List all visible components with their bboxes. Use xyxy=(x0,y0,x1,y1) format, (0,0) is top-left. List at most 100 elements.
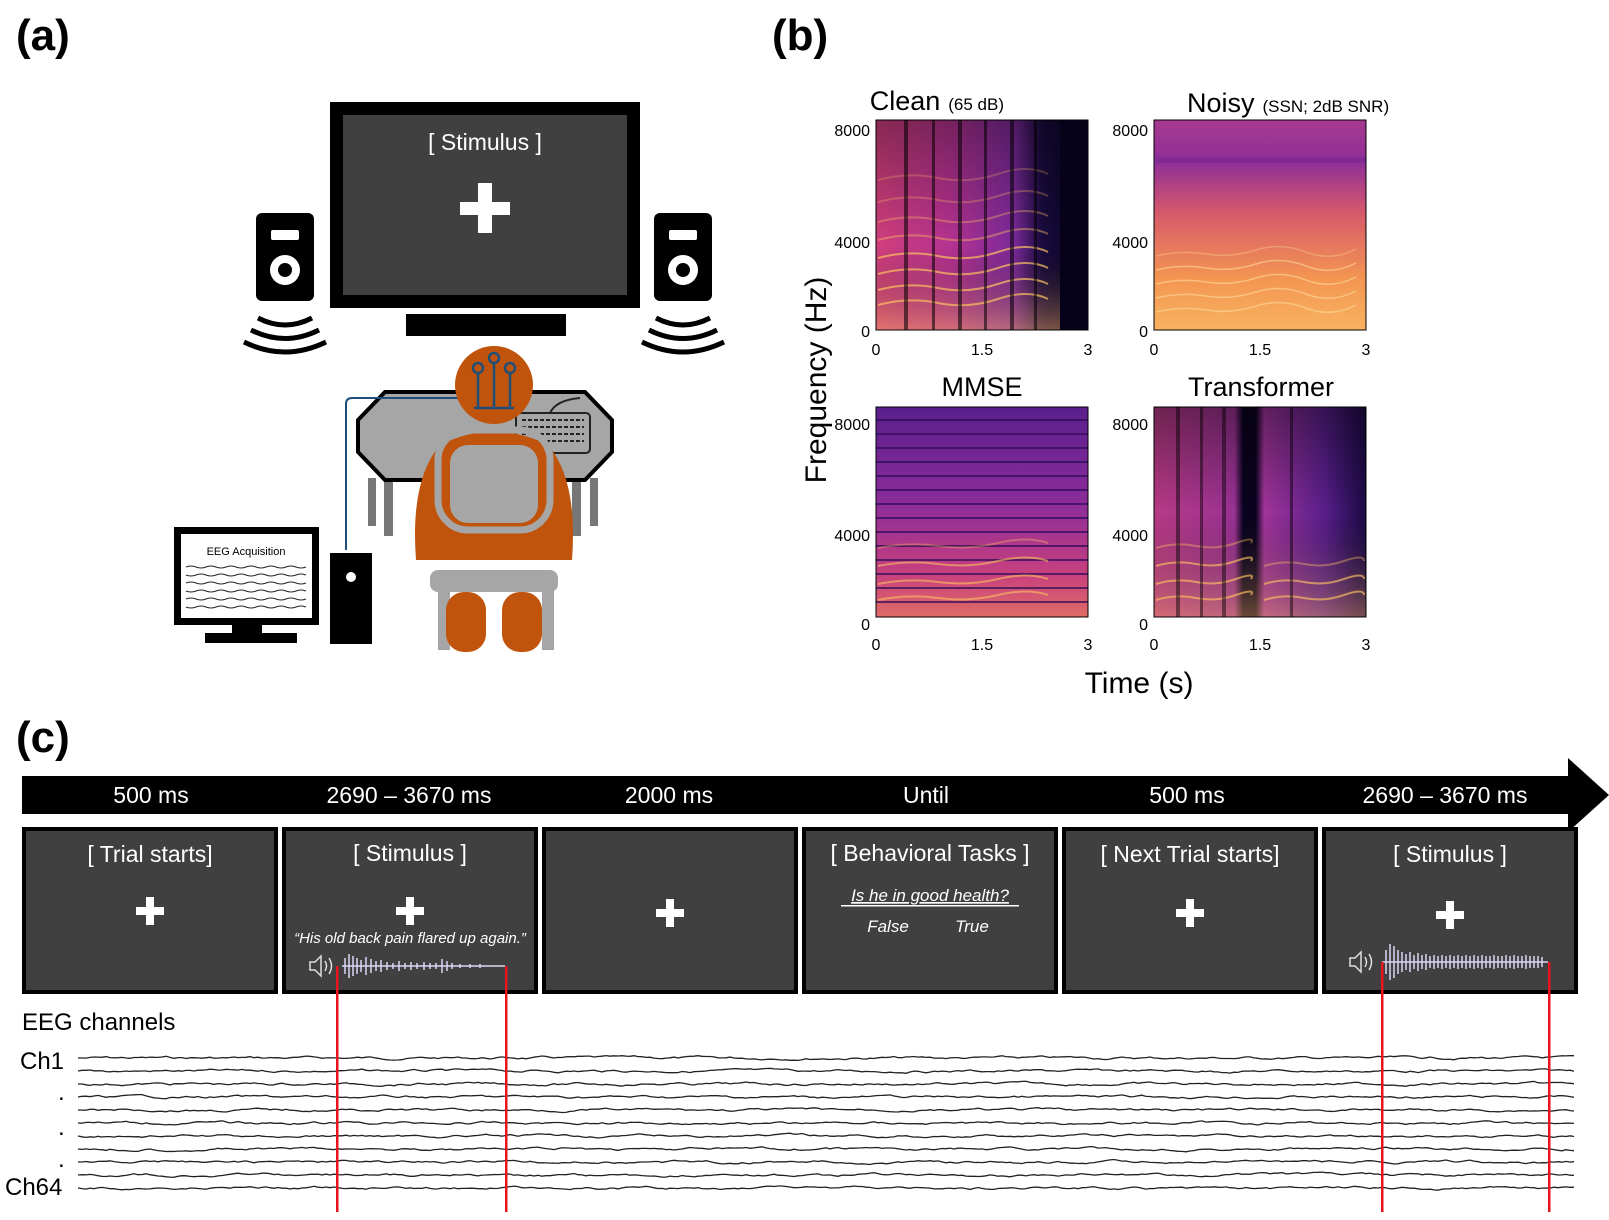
y-tick: 0 xyxy=(861,617,870,634)
spectrogram-clean: Clean(65 dB) xyxy=(870,86,1089,331)
screen-title: [ Trial starts] xyxy=(87,841,212,867)
stimulus-onset-markers xyxy=(336,962,1551,1212)
screen-stimulus: [ Stimulus ] “His old back pain flared u… xyxy=(282,827,538,994)
x-tick: 1.5 xyxy=(1249,342,1271,359)
x-tick: 3 xyxy=(1084,637,1093,654)
eeg-trace xyxy=(77,1093,1575,1100)
y-tick: 8000 xyxy=(834,417,870,434)
y-tick: 8000 xyxy=(1112,123,1148,140)
screen-title: [ Stimulus ] xyxy=(353,840,467,866)
screen-title: [ Next Trial starts] xyxy=(1101,841,1280,867)
eeg-trace xyxy=(77,1171,1575,1178)
x-tick: 0 xyxy=(872,342,881,359)
screen-title: [ Stimulus ] xyxy=(1393,841,1507,867)
audio-waveform xyxy=(342,954,505,978)
task-option-true: True xyxy=(955,917,989,936)
eeg-trace xyxy=(78,1080,1575,1087)
y-tick: 8000 xyxy=(834,123,870,140)
eeg-trace xyxy=(77,1120,1575,1126)
panel-b-label: (b) xyxy=(772,11,828,60)
stimulus-monitor: [ Stimulus ] xyxy=(330,102,640,336)
spectrogram-title: MMSE xyxy=(942,372,1023,402)
eeg-cap-icon xyxy=(471,351,517,410)
x-tick: 0 xyxy=(1150,342,1159,359)
x-tick: 1.5 xyxy=(1249,637,1271,654)
eeg-trace xyxy=(77,1145,1575,1153)
time-axis-label: Time (s) xyxy=(1085,667,1194,700)
channel-ellipsis: . xyxy=(58,1146,65,1173)
stimulus-sentence: “His old back pain flared up again.” xyxy=(294,930,527,947)
x-tick: 0 xyxy=(1150,637,1159,654)
y-tick: 4000 xyxy=(834,235,870,252)
x-tick: 1.5 xyxy=(971,637,993,654)
eeg-trace xyxy=(77,1107,1575,1114)
duration-label: 2690 – 3670 ms xyxy=(327,782,492,808)
eeg-trace xyxy=(78,1158,1575,1166)
speaker-left-icon xyxy=(242,213,328,355)
spectrogram-noisy: Noisy(SSN; 2dB SNR) xyxy=(1153,88,1389,331)
spectrogram-title: Transformer xyxy=(1188,372,1334,402)
offset-marker xyxy=(505,966,508,1212)
panel-a-label: (a) xyxy=(16,11,70,60)
fixation-cross-icon xyxy=(460,183,510,233)
screen-fixation xyxy=(542,827,798,994)
panel-c-label: (c) xyxy=(16,713,70,762)
timeline-arrow: 500 ms 2690 – 3670 ms 2000 ms Until 500 … xyxy=(22,758,1609,832)
spectrogram-transformer: Transformer xyxy=(1153,372,1367,618)
y-tick: 4000 xyxy=(1112,235,1148,252)
y-tick: 0 xyxy=(1139,324,1148,341)
screen-behavioral-tasks: [ Behavioral Tasks ] Is he in good healt… xyxy=(802,827,1058,994)
speaker-right-icon xyxy=(640,213,726,355)
fixation-cross-icon xyxy=(1436,901,1464,929)
x-tick: 1.5 xyxy=(971,342,993,359)
channel-label-first: Ch1 xyxy=(20,1048,64,1075)
x-tick: 3 xyxy=(1362,342,1371,359)
trial-screens: [ Trial starts] [ Stimulus ] “His old ba… xyxy=(22,827,1578,994)
task-option-false: False xyxy=(867,917,909,936)
eeg-computer: EEG Acquisition xyxy=(174,397,490,644)
task-question: Is he in good health? xyxy=(851,886,1009,905)
offset-marker xyxy=(1548,962,1551,1212)
eeg-acquisition-text: EEG Acquisition xyxy=(207,546,286,558)
y-tick: 0 xyxy=(1139,617,1148,634)
eeg-trace xyxy=(77,1067,1575,1074)
fixation-cross-icon xyxy=(1176,899,1204,927)
spectrogram-title: Clean(65 dB) xyxy=(870,86,1004,116)
eeg-channels-title: EEG channels xyxy=(22,1009,175,1036)
spectrogram-ticks: 8000 4000 0 0 1.5 3 8000 4000 0 0 1.5 3 … xyxy=(834,123,1370,654)
screen-stimulus-next: [ Stimulus ] xyxy=(1322,827,1578,994)
onset-marker xyxy=(336,966,339,1212)
spectrogram-mmse: MMSE xyxy=(875,372,1089,618)
fixation-cross-icon xyxy=(656,899,684,927)
frequency-axis-label: Frequency (Hz) xyxy=(800,277,833,484)
duration-label: 2690 – 3670 ms xyxy=(1363,782,1528,808)
eeg-trace xyxy=(77,1185,1575,1191)
eeg-traces xyxy=(77,1054,1575,1191)
y-tick: 4000 xyxy=(1112,528,1148,545)
speaker-sound-icon xyxy=(309,954,333,978)
channel-ellipsis: . xyxy=(58,1114,65,1141)
eeg-trace xyxy=(77,1132,1575,1139)
speaker-sound-icon xyxy=(1349,950,1373,974)
duration-label: 500 ms xyxy=(113,782,188,808)
x-tick: 0 xyxy=(872,637,881,654)
duration-label: Until xyxy=(903,782,949,808)
channel-label-last: Ch64 xyxy=(5,1174,62,1201)
duration-label: 2000 ms xyxy=(625,782,713,808)
audio-waveform xyxy=(1382,944,1548,980)
channel-ellipsis: . xyxy=(58,1079,65,1106)
eeg-trace xyxy=(78,1054,1575,1062)
y-tick: 0 xyxy=(861,324,870,341)
participant xyxy=(415,346,573,652)
fixation-cross-icon xyxy=(396,897,424,925)
spectrogram-title: Noisy(SSN; 2dB SNR) xyxy=(1187,88,1389,118)
screen-trial-starts: [ Trial starts] xyxy=(22,827,278,994)
monitor-stimulus-text: [ Stimulus ] xyxy=(428,129,542,155)
eeg-screen-traces xyxy=(185,565,307,609)
y-tick: 4000 xyxy=(834,528,870,545)
screen-next-trial-starts: [ Next Trial starts] xyxy=(1062,827,1318,994)
x-tick: 3 xyxy=(1084,342,1093,359)
x-tick: 3 xyxy=(1362,637,1371,654)
screen-title: [ Behavioral Tasks ] xyxy=(830,840,1029,866)
